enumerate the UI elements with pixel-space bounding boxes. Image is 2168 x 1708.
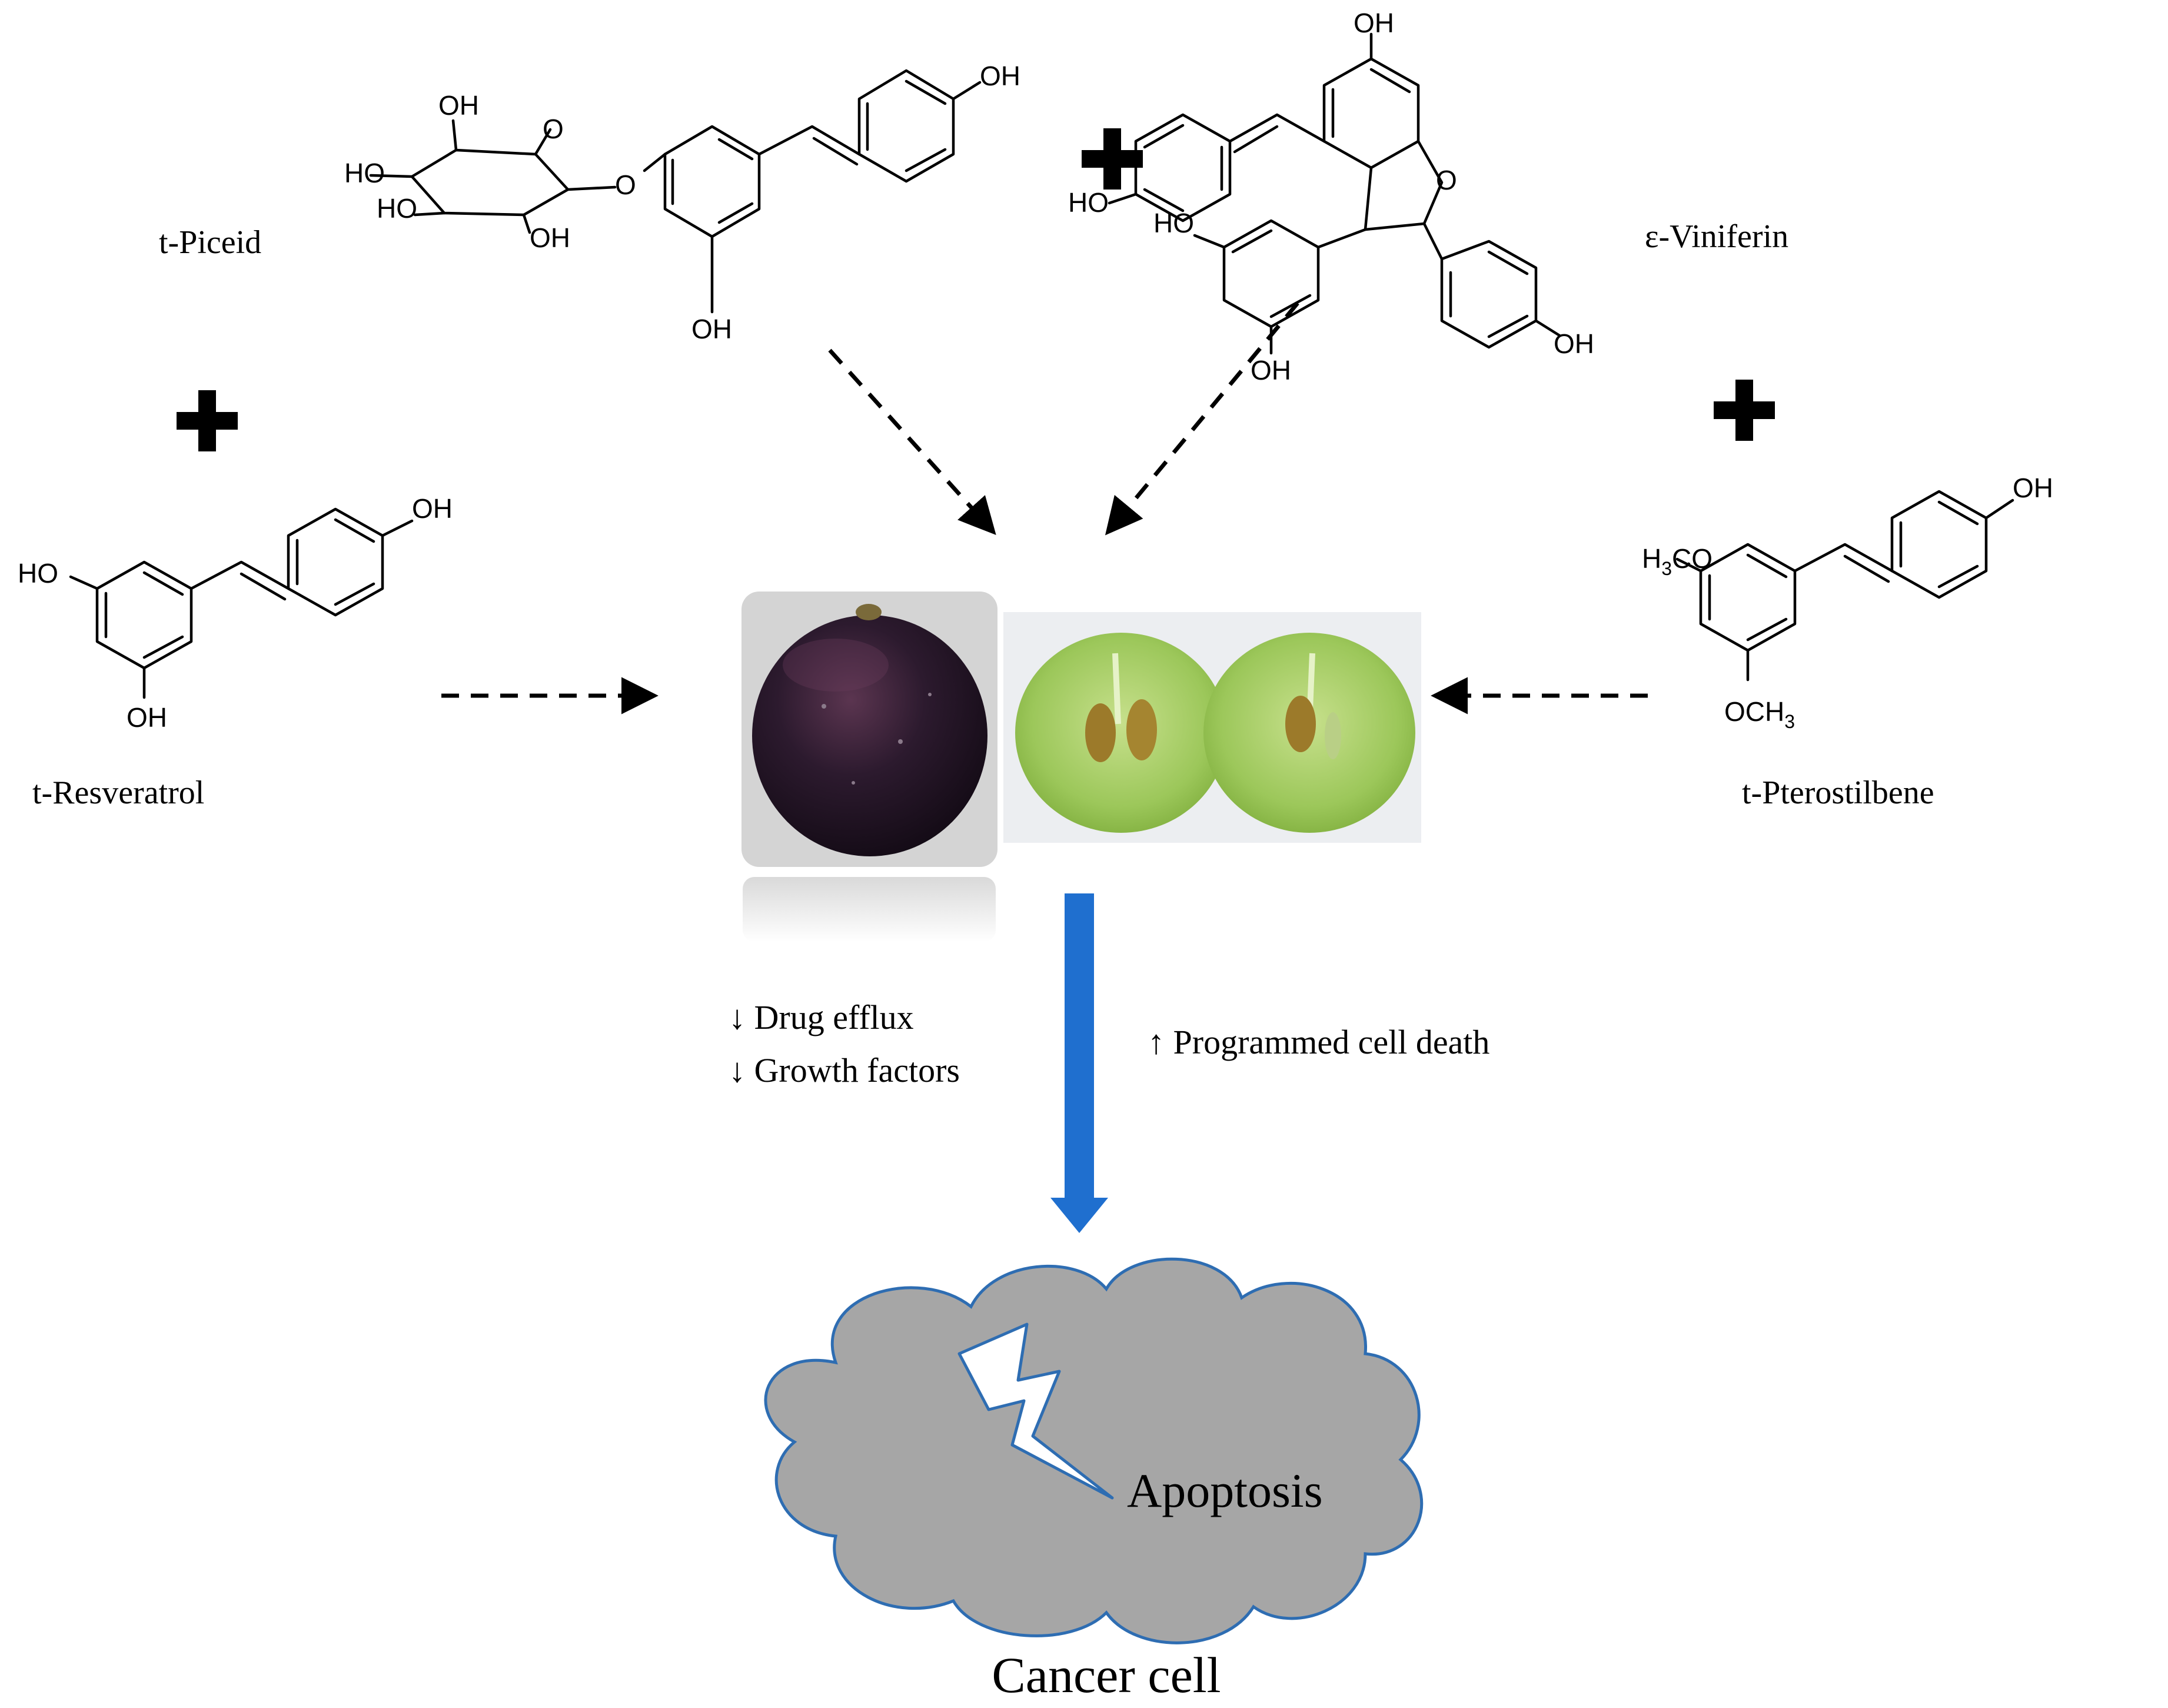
viniferin-label: ε-Viniferin bbox=[1645, 218, 1788, 255]
effect-programmed-cell-death: ↑ Programmed cell death bbox=[1148, 1023, 1489, 1061]
pterostilbene-label: t-Pterostilbene bbox=[1742, 775, 1934, 811]
pterostilbene-h3co: H3CO bbox=[1642, 543, 1713, 579]
piceid-oh-lower: OH bbox=[691, 314, 732, 344]
viniferin-ho-left: HO bbox=[1068, 187, 1109, 218]
piceid-oh-top: OH bbox=[438, 90, 479, 121]
arrow-piceid-to-grape bbox=[828, 348, 996, 536]
resveratrol-oh-bottom: OH bbox=[127, 702, 167, 733]
arrow-viniferin-to-grape bbox=[1105, 301, 1299, 536]
viniferin-structure: OH O HO HO OH OH bbox=[1068, 8, 1594, 386]
pterostilbene-structure: H3CO OCH3 OH bbox=[1642, 473, 2053, 732]
effect-drug-efflux: ↓ Drug efflux bbox=[729, 998, 914, 1036]
viniferin-oh-right: OH bbox=[1554, 328, 1594, 359]
piceid-structure: OH HO HO OH O O OH OH bbox=[344, 61, 1020, 344]
resveratrol-label: t-Resveratrol bbox=[32, 775, 204, 811]
grape-whole-photo bbox=[741, 592, 997, 942]
viniferin-oh-mid: OH bbox=[1251, 355, 1291, 386]
grape-halves-photo bbox=[1003, 612, 1421, 843]
resveratrol-oh-right: OH bbox=[412, 493, 453, 524]
cancer-cell-cloud bbox=[764, 1257, 1424, 1644]
piceid-ho-left: HO bbox=[344, 158, 385, 188]
main-blue-arrow bbox=[1050, 893, 1108, 1233]
pterostilbene-och3: OCH3 bbox=[1724, 696, 1795, 732]
viniferin-oh-top: OH bbox=[1354, 8, 1394, 38]
effect-growth-factors: ↓ Growth factors bbox=[729, 1051, 960, 1089]
plus-icon bbox=[177, 390, 238, 451]
piceid-ring-o: O bbox=[543, 114, 564, 144]
plus-icon bbox=[1714, 380, 1775, 441]
piceid-label: t-Piceid bbox=[159, 224, 261, 261]
piceid-oh-right: OH bbox=[980, 61, 1020, 91]
piceid-ho-left2: HO bbox=[377, 193, 417, 224]
plus-icon bbox=[1082, 128, 1143, 190]
pterostilbene-oh: OH bbox=[2013, 473, 2053, 503]
piceid-link-o: O bbox=[615, 170, 636, 200]
piceid-oh-bottom: OH bbox=[530, 222, 570, 253]
viniferin-ho-mid: HO bbox=[1153, 208, 1194, 238]
resveratrol-structure: HO OH OH bbox=[18, 493, 453, 733]
lightning-bolt-icon bbox=[957, 1322, 1114, 1500]
apoptosis-label: Apoptosis bbox=[1127, 1464, 1323, 1517]
cancer-cell-label: Cancer cell bbox=[992, 1647, 1221, 1703]
viniferin-ring-o: O bbox=[1436, 165, 1457, 195]
resveratrol-ho: HO bbox=[18, 558, 58, 589]
